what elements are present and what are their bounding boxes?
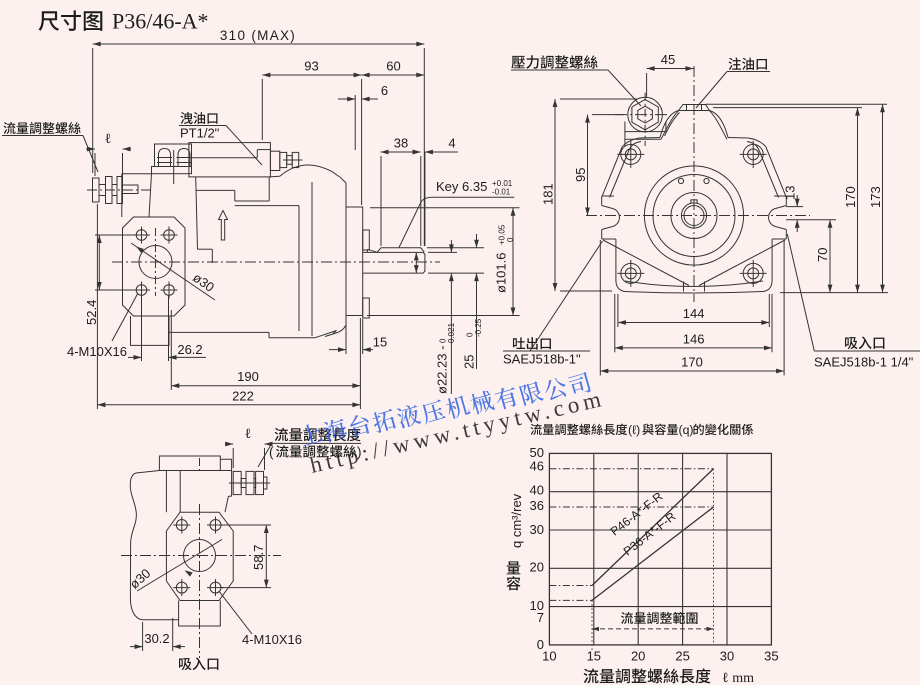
svg-text:0: 0 [506,237,515,242]
svg-text:95: 95 [573,168,588,182]
svg-text:ø22.23 -: ø22.23 - [435,346,450,394]
svg-text:0.021: 0.021 [447,322,456,343]
svg-text:4-M10X16: 4-M10X16 [242,632,302,647]
svg-text:30: 30 [530,522,544,537]
svg-text:222: 222 [232,389,254,404]
svg-text:170: 170 [843,186,858,208]
svg-text:0: 0 [465,332,474,337]
svg-text:144: 144 [683,306,705,321]
svg-text:13: 13 [783,186,798,200]
svg-text:50: 50 [530,445,544,460]
svg-text:P36/46-A*: P36/46-A* [112,9,209,34]
svg-text:38: 38 [394,136,408,151]
svg-text:0: 0 [537,637,544,652]
svg-text:PT1/2": PT1/2" [180,126,220,141]
svg-text:(ℓ): (ℓ) [628,423,640,437]
svg-text:30.2: 30.2 [144,631,169,646]
svg-text:Key 6.35: Key 6.35 [436,179,487,194]
svg-text:93: 93 [304,59,318,74]
svg-text:181: 181 [541,183,556,205]
svg-text:SAEJ518b-1": SAEJ518b-1" [503,352,581,367]
svg-text:40: 40 [530,483,544,498]
svg-text:52.4: 52.4 [84,300,99,325]
svg-text:ℓ: ℓ [105,132,112,147]
svg-text:+0.05: +0.05 [497,224,506,245]
svg-text:60: 60 [386,59,400,74]
svg-text:10: 10 [542,649,556,664]
svg-text:4-M10X16: 4-M10X16 [67,344,127,359]
svg-text:6: 6 [381,83,388,98]
svg-text:25: 25 [675,649,689,664]
svg-text:45: 45 [661,52,675,67]
svg-text:q cm³/rev: q cm³/rev [509,493,524,548]
svg-text:20: 20 [631,649,645,664]
svg-text:190: 190 [237,369,259,384]
svg-text:46: 46 [530,459,544,474]
svg-text:170: 170 [681,355,703,370]
svg-text:310 (MAX): 310 (MAX) [220,28,296,43]
svg-text:7: 7 [537,610,544,625]
svg-text:(: ( [269,445,274,460]
svg-text:70: 70 [815,248,830,262]
svg-text:(q): (q) [679,423,694,437]
svg-text:-0.25: -0.25 [474,318,483,337]
svg-text:15: 15 [587,649,601,664]
svg-text:0: 0 [438,338,447,343]
svg-text:+0.01: +0.01 [492,179,513,188]
svg-text:): ) [357,445,362,460]
svg-text:-0.01: -0.01 [492,188,511,197]
svg-text:25: 25 [462,355,477,369]
svg-text:SAEJ518b-1 1/4": SAEJ518b-1 1/4" [814,355,914,370]
svg-text:4: 4 [448,136,455,151]
svg-text:10: 10 [530,598,544,613]
svg-text:30: 30 [720,649,734,664]
svg-text:58.7: 58.7 [251,545,266,570]
svg-text:ℓ mm: ℓ mm [722,671,754,685]
svg-text:15: 15 [373,335,387,350]
svg-text:26.2: 26.2 [177,342,202,357]
svg-text:ℓ: ℓ [245,427,252,442]
svg-text:173: 173 [868,186,883,208]
svg-text:20: 20 [530,560,544,575]
svg-text:ø101.6: ø101.6 [494,253,509,293]
svg-text:35: 35 [764,649,778,664]
svg-text:146: 146 [683,332,705,347]
svg-text:36: 36 [530,498,544,513]
